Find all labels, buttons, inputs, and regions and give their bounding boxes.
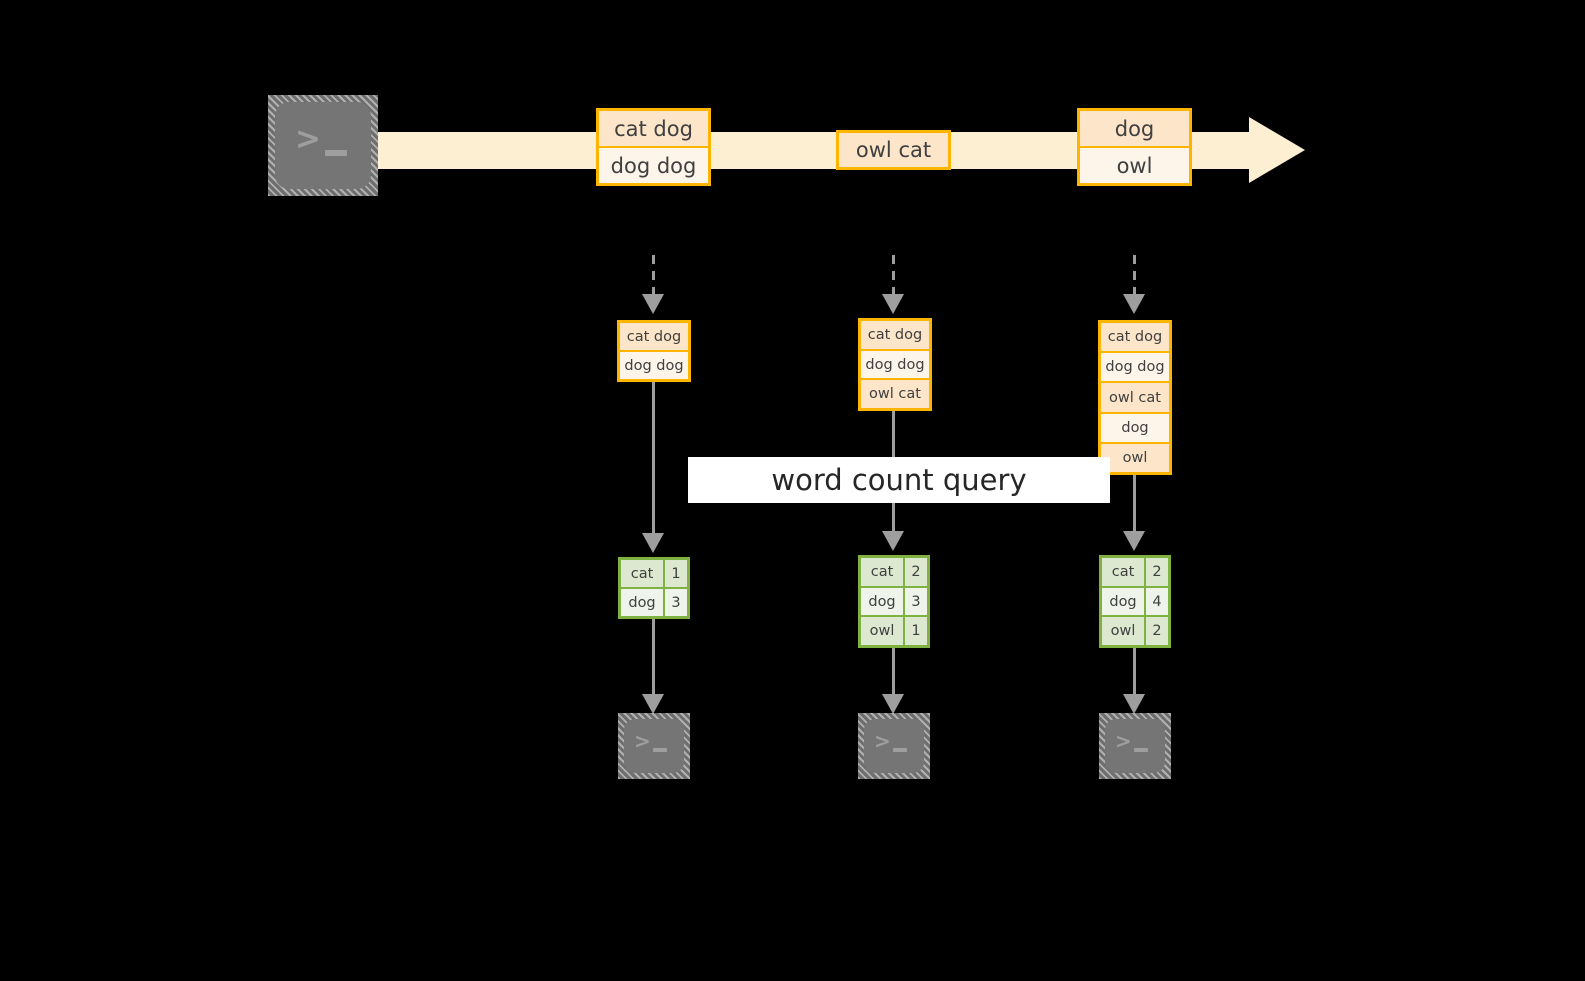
snapshot-log-line: cat dog	[861, 321, 929, 351]
snapshot-log-line: dog dog	[1101, 353, 1169, 384]
snapshot-log-line: cat dog	[1101, 323, 1169, 354]
result-row: dog 3	[861, 587, 927, 618]
snapshot-log-line: dog dog	[620, 352, 688, 379]
result-table[interactable]: cat 2 dog 3 owl 1	[858, 555, 930, 648]
result-to-consumer-connector	[892, 648, 895, 695]
consumer-terminal-icon[interactable]: >	[1099, 713, 1171, 779]
snapshot-log-line: cat dog	[620, 323, 688, 352]
snapshot-log-line: owl cat	[1101, 383, 1169, 414]
result-to-consumer-arrowhead	[1123, 694, 1145, 714]
stream-message-line: cat dog	[599, 111, 708, 148]
result-to-consumer-arrowhead	[882, 694, 904, 714]
result-table[interactable]: cat 2 dog 4 owl 2	[1099, 555, 1171, 648]
stream-message[interactable]: owl cat	[836, 130, 951, 170]
stream-to-snapshot-connector	[892, 255, 895, 295]
snapshot-to-result-connector	[652, 382, 655, 534]
query-label: word count query	[688, 457, 1110, 503]
snapshot-log-line: dog	[1101, 413, 1169, 444]
terminal-cursor-icon	[1134, 748, 1148, 752]
result-word: dog	[861, 587, 905, 616]
stream-message-line: dog dog	[599, 148, 708, 183]
result-count: 4	[1146, 587, 1168, 616]
snapshot-to-result-connector	[1133, 475, 1136, 532]
consumer-terminal-icon[interactable]: >	[858, 713, 930, 779]
stream-to-snapshot-arrowhead	[1123, 294, 1145, 314]
result-word: dog	[1102, 587, 1146, 616]
snapshot-to-result-arrowhead	[642, 533, 664, 553]
result-count: 2	[1146, 558, 1168, 586]
stream-to-snapshot-arrowhead	[642, 294, 664, 314]
result-count: 1	[905, 617, 927, 646]
stream-to-snapshot-connector	[652, 255, 655, 295]
snapshot-log-line: owl cat	[861, 380, 929, 409]
result-count: 3	[905, 587, 927, 616]
snapshot-log-line: dog dog	[861, 350, 929, 381]
result-to-consumer-connector	[1133, 648, 1136, 695]
terminal-screen: >	[864, 719, 924, 773]
stream-message[interactable]: dog owl	[1077, 108, 1192, 186]
terminal-chevron-icon: >	[634, 729, 651, 753]
stream-message-line: owl cat	[839, 133, 948, 167]
terminal-screen: >	[275, 102, 371, 189]
stream-message[interactable]: cat dog dog dog	[596, 108, 711, 186]
snapshot-log[interactable]: cat dog dog dog owl cat dog owl	[1098, 320, 1172, 475]
terminal-chevron-icon: >	[295, 121, 321, 157]
result-word: dog	[621, 589, 665, 616]
result-word: cat	[861, 558, 905, 586]
result-row: owl 2	[1102, 617, 1168, 646]
snapshot-to-result-arrowhead	[882, 531, 904, 551]
terminal-chevron-icon: >	[1115, 729, 1132, 753]
result-to-consumer-arrowhead	[642, 694, 664, 714]
stream-arrowhead	[1249, 117, 1305, 183]
terminal-chevron-icon: >	[874, 729, 891, 753]
result-row: cat 2	[1102, 558, 1168, 588]
result-row: cat 1	[621, 560, 687, 589]
terminal-cursor-icon	[893, 748, 907, 752]
stream-to-snapshot-arrowhead	[882, 294, 904, 314]
result-count: 3	[665, 589, 687, 616]
result-count: 1	[665, 560, 687, 587]
result-count: 2	[1146, 617, 1168, 646]
consumer-terminal-icon[interactable]: >	[618, 713, 690, 779]
result-table[interactable]: cat 1 dog 3	[618, 557, 690, 619]
result-word: owl	[861, 617, 905, 646]
snapshot-to-result-arrowhead	[1123, 531, 1145, 551]
result-row: dog 4	[1102, 587, 1168, 618]
result-row: owl 1	[861, 617, 927, 646]
snapshot-log[interactable]: cat dog dog dog owl cat	[858, 318, 932, 411]
terminal-cursor-icon	[653, 748, 667, 752]
stream-to-snapshot-connector	[1133, 255, 1136, 295]
stream-message-line: dog	[1080, 111, 1189, 148]
terminal-screen: >	[1105, 719, 1165, 773]
snapshot-log[interactable]: cat dog dog dog	[617, 320, 691, 382]
result-word: cat	[621, 560, 665, 587]
result-word: cat	[1102, 558, 1146, 586]
snapshot-log-line: owl	[1101, 443, 1169, 473]
terminal-screen: >	[624, 719, 684, 773]
producer-terminal-icon[interactable]: >	[268, 95, 378, 196]
stream-message-line: owl	[1080, 148, 1189, 183]
result-word: owl	[1102, 617, 1146, 646]
query-label-text: word count query	[771, 463, 1027, 497]
terminal-cursor-icon	[325, 150, 347, 156]
result-row: dog 3	[621, 589, 687, 616]
result-to-consumer-connector	[652, 619, 655, 695]
result-row: cat 2	[861, 558, 927, 588]
result-count: 2	[905, 558, 927, 586]
